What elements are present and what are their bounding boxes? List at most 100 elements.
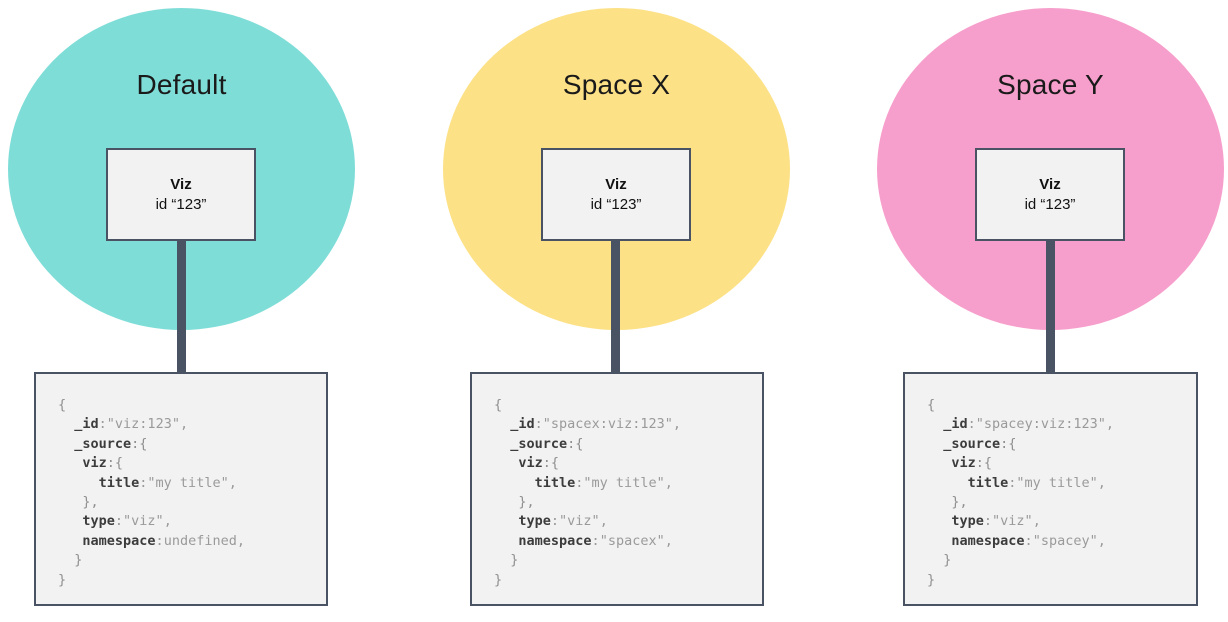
code-line: viz:{: [58, 454, 326, 473]
code-line: title:"my title",: [58, 474, 326, 493]
viz-node-subtitle: id “123”: [155, 195, 207, 213]
json-key-id: _id: [510, 416, 535, 433]
code-line: type:"viz",: [927, 512, 1196, 531]
code-line: type:"viz",: [58, 512, 326, 531]
dashed-connector-default: [177, 241, 186, 372]
brace-open: {: [494, 397, 503, 413]
code-line: viz:{: [494, 454, 762, 473]
nested-open: :{: [131, 435, 148, 452]
brace-close: }: [74, 552, 83, 569]
json-key-type: type: [518, 513, 551, 530]
code-line: namespace:"spacey",: [927, 532, 1196, 551]
json-value-type: "viz": [992, 513, 1033, 530]
viz-node-space-x: Viz id “123”: [541, 148, 691, 241]
code-line: _id:"spacex:viz:123",: [494, 415, 762, 434]
document-json-space-y: { _id:"spacey:viz:123", _source:{ viz:{ …: [903, 372, 1198, 606]
code-line: }: [927, 571, 1196, 590]
json-key-viz: viz: [82, 455, 107, 472]
code-line: },: [494, 493, 762, 512]
colon: :: [1024, 532, 1033, 549]
comma: ,: [236, 532, 245, 549]
json-key-namespace: namespace: [518, 532, 592, 549]
code-line: }: [58, 571, 326, 590]
json-key-source: _source: [510, 435, 568, 452]
code-line: title:"my title",: [927, 474, 1196, 493]
json-key-id: _id: [74, 416, 99, 433]
code-line: _id:"viz:123",: [58, 415, 326, 434]
comma: ,: [1097, 474, 1106, 491]
code-line: }: [927, 551, 1196, 570]
code-line: namespace:undefined,: [58, 532, 326, 551]
brace-open: {: [58, 397, 67, 413]
comma: ,: [664, 532, 673, 549]
json-key-namespace: namespace: [951, 532, 1025, 549]
viz-node-title: Viz: [1039, 175, 1061, 193]
colon: :: [591, 532, 600, 549]
comma: ,: [672, 416, 681, 433]
colon: :: [534, 416, 543, 433]
json-key-viz: viz: [518, 455, 543, 472]
viz-node-subtitle: id “123”: [1024, 195, 1076, 213]
json-value-title: "my title": [147, 474, 229, 491]
json-key-type: type: [82, 513, 115, 530]
json-key-id: _id: [943, 416, 968, 433]
json-key-source: _source: [74, 435, 132, 452]
json-value-title: "my title": [583, 474, 665, 491]
json-value-namespace: "spacey": [1032, 532, 1098, 549]
colon: :: [1008, 474, 1017, 491]
viz-node-default: Viz id “123”: [106, 148, 256, 241]
nested-open: :{: [975, 455, 993, 472]
comma: ,: [599, 513, 608, 530]
viz-node-title: Viz: [605, 175, 627, 193]
colon: :: [983, 513, 993, 530]
comma: ,: [1032, 513, 1041, 530]
nested-open: :{: [567, 435, 584, 452]
dashed-connector-space-y: [1046, 241, 1055, 372]
comma: ,: [163, 513, 172, 530]
document-json-space-x: { _id:"spacex:viz:123", _source:{ viz:{ …: [470, 372, 764, 606]
code-line: }: [58, 551, 326, 570]
comma: ,: [1097, 532, 1106, 549]
nested-open: :{: [542, 455, 560, 472]
colon: :: [967, 416, 976, 433]
json-key-namespace: namespace: [82, 532, 156, 549]
code-line: {: [927, 396, 1196, 415]
json-value-type: "viz": [559, 513, 600, 530]
code-line: }: [494, 571, 762, 590]
space-label-space-y: Space Y: [997, 69, 1104, 100]
colon: :: [139, 474, 148, 491]
colon: :: [550, 513, 560, 530]
colon: :: [114, 513, 124, 530]
code-line: _source:{: [58, 435, 326, 454]
code-line: namespace:"spacex",: [494, 532, 762, 551]
comma: ,: [1105, 416, 1114, 433]
code-line: _source:{: [494, 435, 762, 454]
colon: :: [98, 416, 107, 433]
code-line: _source:{: [927, 435, 1196, 454]
viz-node-title: Viz: [170, 175, 192, 193]
colon: :: [575, 474, 584, 491]
nested-open: :{: [106, 455, 124, 472]
comma: ,: [228, 474, 237, 491]
comma: ,: [664, 474, 673, 491]
json-key-source: _source: [943, 435, 1001, 452]
comma: ,: [179, 416, 189, 433]
code-line: {: [494, 396, 762, 415]
json-key-title: title: [967, 474, 1009, 491]
json-value-title: "my title": [1016, 474, 1098, 491]
document-json-default: { _id:"viz:123", _source:{ viz:{ title:"…: [34, 372, 328, 606]
brace-close: }: [494, 571, 503, 588]
json-value-id: "viz:123": [106, 416, 180, 433]
brace-close: }: [943, 552, 952, 569]
code-line: title:"my title",: [494, 474, 762, 493]
brace-open: {: [927, 397, 936, 413]
space-label-space-x: Space X: [562, 69, 671, 100]
brace-close: }: [510, 552, 519, 569]
code-line: _id:"spacey:viz:123",: [927, 415, 1196, 434]
viz-node-subtitle: id “123”: [590, 195, 642, 213]
json-value-namespace: "spacex": [599, 532, 665, 549]
json-key-type: type: [951, 513, 984, 530]
code-line: {: [58, 396, 326, 415]
json-value-id: "spacey:viz:123": [975, 416, 1106, 433]
